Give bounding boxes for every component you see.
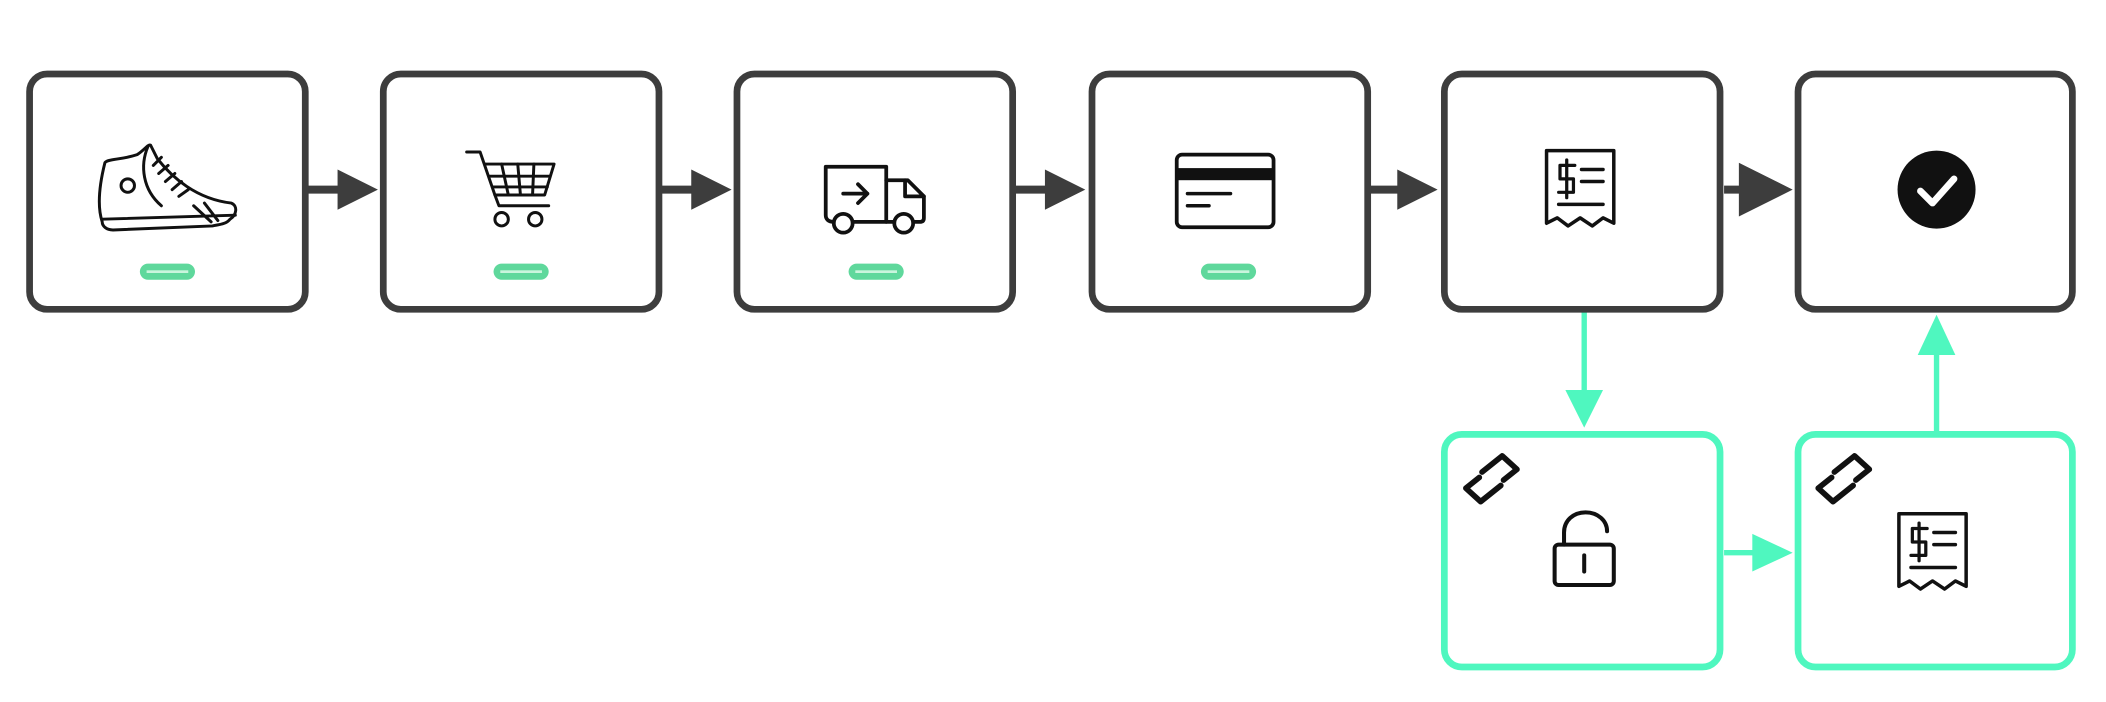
step-payment[interactable] [1088, 70, 1372, 313]
connector-payment-to-invoice [1370, 169, 1438, 210]
connector-product-to-cart [307, 169, 378, 210]
connector-invoice-to-confirmed [1724, 162, 1793, 217]
unlocked-padlock-icon [1552, 510, 1616, 588]
connector-shipping-to-payment [1015, 169, 1086, 210]
step-product[interactable] [26, 70, 309, 313]
step-confirmed[interactable] [1794, 70, 2076, 313]
checkmark-circle-icon [1897, 150, 1976, 229]
connector-unlock-to-alt-invoice [1724, 533, 1793, 572]
delivery-truck-icon [823, 164, 926, 235]
connector-alt-invoice-to-confirmed [1917, 314, 1956, 434]
step-cart[interactable] [379, 70, 663, 313]
status-badge [1200, 263, 1257, 280]
alt-step-unlock[interactable] [1440, 431, 1724, 671]
status-badge [139, 263, 195, 280]
step-invoice[interactable] [1440, 70, 1724, 313]
alt-step-invoice[interactable] [1794, 431, 2076, 671]
step-shipping[interactable] [733, 70, 1017, 313]
shopping-cart-icon [465, 150, 556, 228]
connector-cart-to-shipping [661, 169, 732, 210]
connector-invoice-to-unlock [1565, 312, 1604, 428]
status-badge [848, 263, 904, 280]
status-badge [493, 263, 549, 280]
sneaker-icon [97, 143, 238, 232]
credit-card-icon [1174, 152, 1276, 230]
